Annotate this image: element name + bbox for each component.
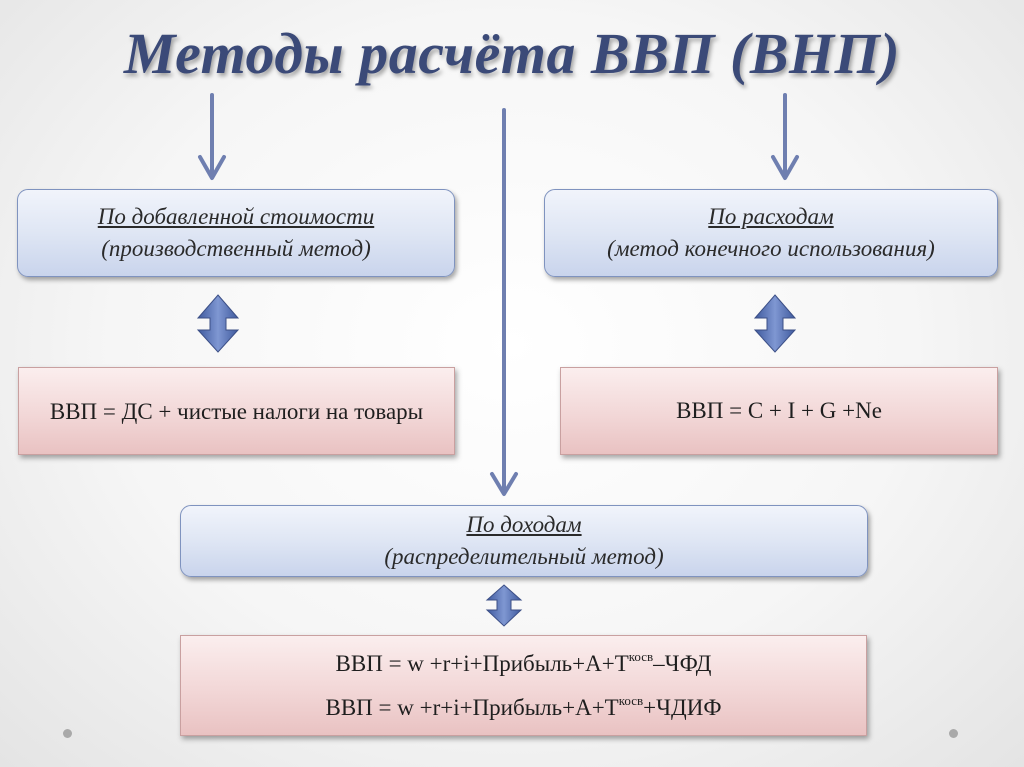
arrow-down-center — [490, 108, 518, 496]
formula-box-income: ВВП = w +r+i+Прибыль+A+Tкосв–ЧФД ВВП = w… — [180, 635, 867, 736]
formula-added-value: ВВП = ДС + чистые налоги на товары — [49, 398, 424, 424]
double-arrow-right — [753, 294, 797, 353]
arrow-down-right — [771, 93, 799, 180]
page-title: Методы расчёта ВВП (ВНП) — [123, 21, 901, 86]
formula-expenditure: ВВП = C + I + G +Ne — [676, 398, 882, 423]
formula-income-1: ВВП = w +r+i+Прибыль+A+Tкосв–ЧФД — [335, 648, 712, 676]
method-income-subtitle: (распределительный метод) — [384, 544, 664, 569]
superscript-kosv: косв — [628, 648, 654, 664]
formula-box-expenditure: ВВП = C + I + G +Ne — [560, 367, 998, 455]
method-income-title: По доходам — [466, 512, 582, 537]
slide-dot-left — [63, 729, 72, 738]
formula-income-2: ВВП = w +r+i+Прибыль+A+Tкосв+ЧДИФ — [325, 692, 722, 720]
superscript-kosv: косв — [618, 692, 644, 708]
double-arrow-left — [196, 294, 240, 353]
method-expenditure-title: По расходам — [708, 204, 834, 229]
method-box-added-value: По добавленной стоимости (производственн… — [17, 189, 455, 277]
arrow-down-left — [198, 93, 226, 180]
method-expenditure-subtitle: (метод конечного использования) — [607, 236, 935, 261]
double-arrow-bottom — [485, 584, 523, 627]
slide-dot-right — [949, 729, 958, 738]
method-box-income: По доходам (распределительный метод) — [180, 505, 868, 577]
method-box-expenditure: По расходам (метод конечного использован… — [544, 189, 998, 277]
method-added-value-subtitle: (производственный метод) — [101, 236, 371, 261]
formula-box-added-value: ВВП = ДС + чистые налоги на товары — [18, 367, 455, 455]
method-added-value-title: По добавленной стоимости — [97, 204, 375, 229]
